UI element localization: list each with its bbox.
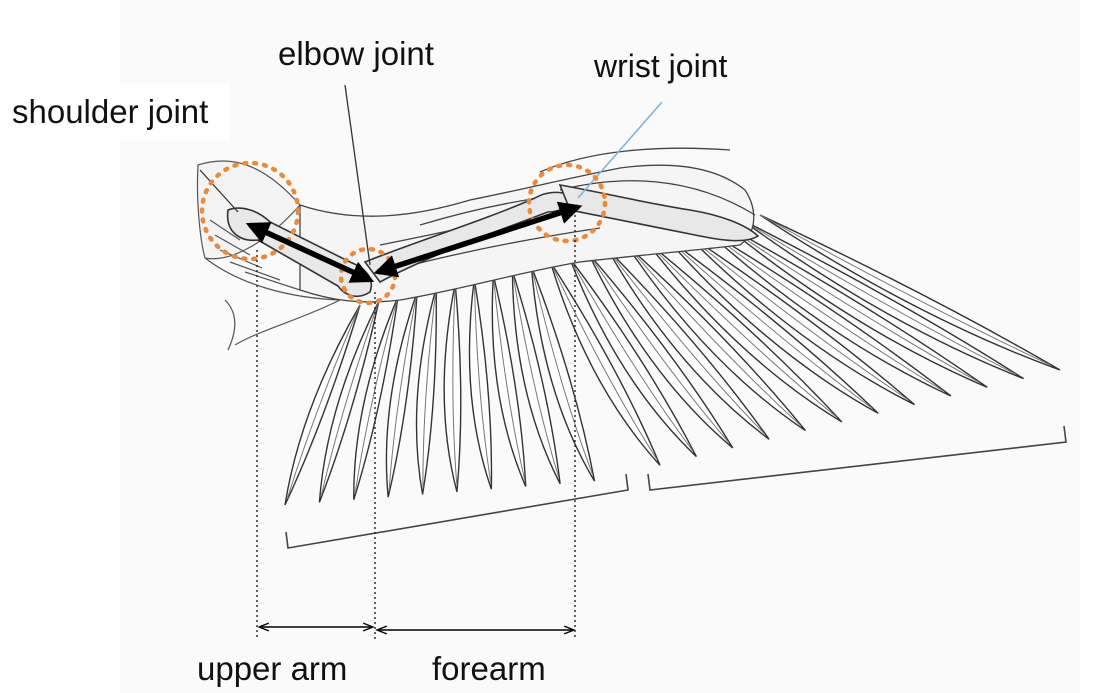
- feather-shaft: [473, 279, 492, 483]
- feather-shaft: [286, 304, 361, 500]
- feather-shaft: [422, 287, 437, 489]
- flight-feather: [385, 291, 418, 498]
- feather-shaft: [702, 227, 944, 392]
- flight-feather: [664, 235, 879, 414]
- feather-shaft: [511, 270, 560, 478]
- feather-shaft: [645, 240, 837, 417]
- feather-shaft: [530, 266, 594, 475]
- flight-feather: [284, 304, 361, 506]
- forearm-bone-arrow: [373, 201, 583, 278]
- upper-arm-label: upper arm: [197, 650, 348, 687]
- feather-shaft: [664, 236, 873, 409]
- upper-arm-bone-arrow: [245, 222, 375, 283]
- primary-feathers-bracket: [647, 425, 1067, 491]
- elbow-joint-label: elbow joint: [278, 35, 434, 72]
- flight-feather: [721, 222, 988, 388]
- feather-shaft: [626, 244, 801, 426]
- flight-feather: [645, 240, 843, 423]
- wrist-joint-label: wrist joint: [594, 48, 728, 84]
- feather-shaft: [607, 248, 765, 434]
- flight-feather: [530, 266, 596, 482]
- flight-feather: [683, 231, 916, 406]
- flight-feather: [468, 279, 493, 490]
- feather-shaft: [320, 300, 380, 497]
- flight-feather: [626, 244, 806, 432]
- flight-feathers: [284, 214, 1061, 506]
- secondary-feathers-bracket: [285, 473, 629, 549]
- feather-shaft: [721, 223, 980, 383]
- feather-shaft: [452, 283, 458, 486]
- feather-shaft: [740, 218, 1016, 375]
- forearm-label: forearm: [432, 650, 546, 687]
- flight-feather: [702, 227, 952, 397]
- feather-shaft: [388, 292, 418, 491]
- shoulder-joint-marker: [199, 160, 301, 262]
- feather-shaft: [569, 257, 693, 451]
- hand-bones: [558, 183, 760, 242]
- flight-feather: [549, 261, 661, 466]
- flight-feather: [759, 214, 1061, 371]
- feather-brackets: [285, 425, 1067, 549]
- shoulder-joint-label: shoulder joint: [12, 93, 209, 130]
- feather-shaft: [492, 274, 526, 481]
- flight-feather: [511, 270, 561, 485]
- feather-shaft: [354, 296, 399, 494]
- flight-feather: [568, 257, 697, 458]
- flight-feather: [740, 218, 1025, 380]
- feather-shaft: [683, 231, 908, 400]
- feather-shaft: [759, 214, 1052, 366]
- feather-shaft: [588, 253, 729, 443]
- wrist-leader-line: [577, 101, 663, 199]
- flight-feather: [318, 300, 380, 503]
- flight-feather: [491, 274, 527, 487]
- guide-lines: [256, 215, 576, 640]
- label-background: [0, 83, 230, 141]
- feather-shaft: [550, 261, 658, 460]
- flight-feather: [587, 253, 734, 449]
- flight-feather: [607, 248, 770, 440]
